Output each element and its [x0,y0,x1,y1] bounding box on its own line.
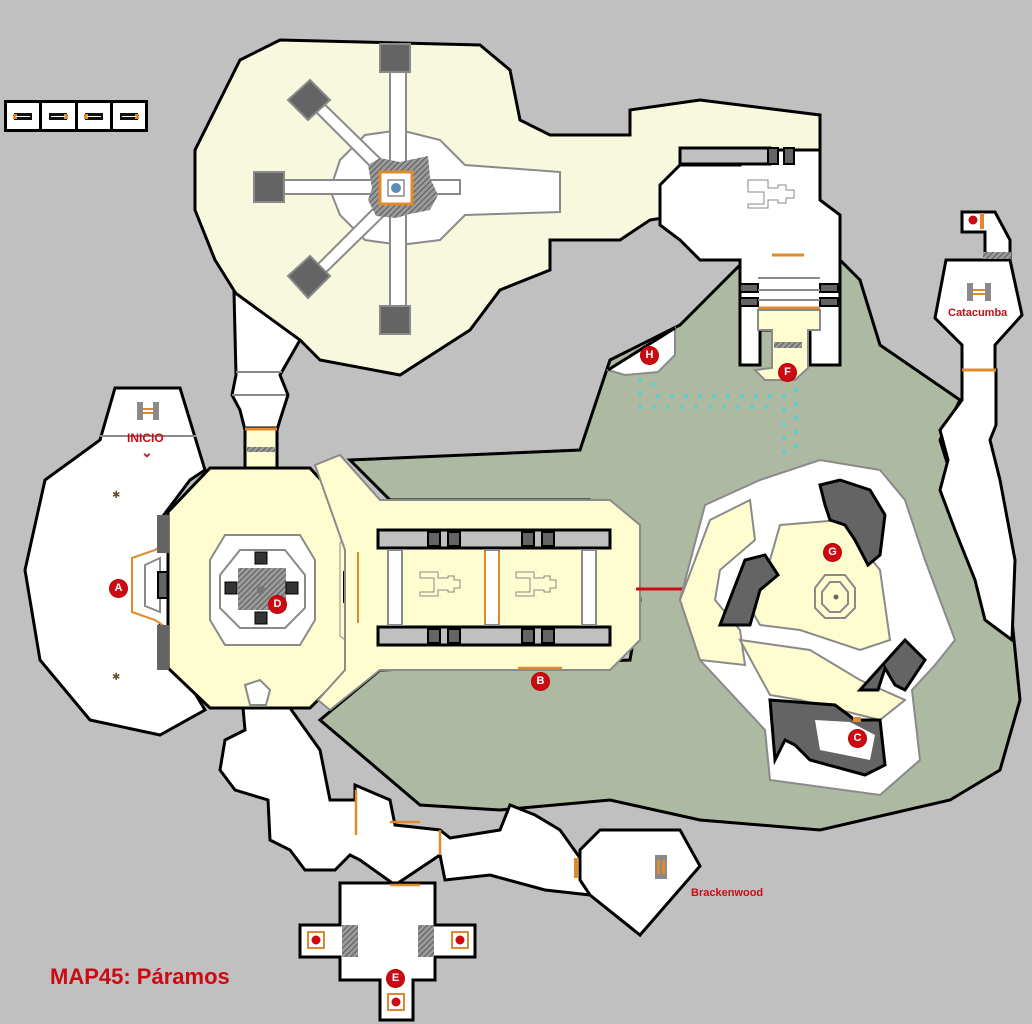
svg-text:✱: ✱ [112,672,120,683]
key-icon [83,112,103,120]
map-title: MAP45: Páramos [50,964,230,989]
teleporter-icon [137,402,159,420]
secret-path [638,378,798,454]
key-slot-3 [77,103,110,129]
key-icon [119,112,139,120]
marker-g: G [824,544,841,561]
marker-b: B [532,673,549,690]
teleporter-icon [967,283,991,301]
marker-h: H [641,347,658,364]
marker-d: D [269,596,286,613]
marker-f: F [779,364,796,381]
key-slot-2 [42,103,75,129]
key-slot-1 [7,103,40,129]
catacumba-label: Catacumba [948,307,1008,319]
orb-icon [391,183,401,193]
chevron-down-icon: ⌄ [141,444,153,460]
brackenwood-label: Brackenwood [691,887,764,899]
key-icon [13,112,33,120]
key-inventory-bar [4,100,148,132]
key-slot-4 [112,103,145,129]
start-label: INICIO [127,431,164,445]
key-icon [49,112,69,120]
marker-a: A [110,580,127,597]
svg-text:✱: ✱ [112,490,120,501]
marker-c: C [849,730,866,747]
marker-e: E [387,970,404,987]
